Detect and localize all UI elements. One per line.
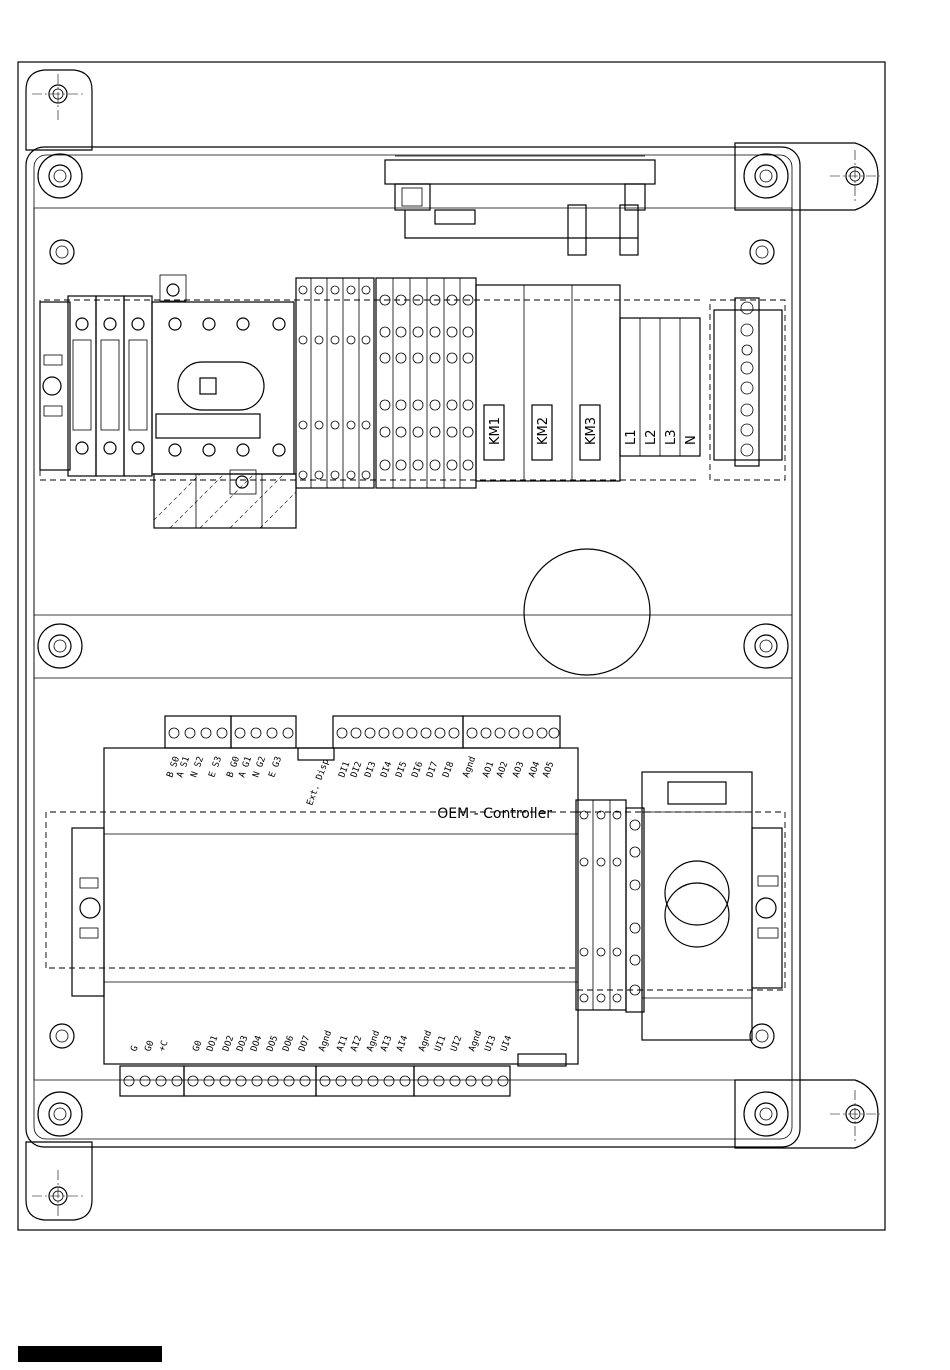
controller-bottom-label: DO5 [265, 1034, 280, 1053]
knob-cutout [524, 549, 650, 675]
controller-top-label: E S3 [207, 755, 224, 779]
controller-top-label: Agnd [461, 755, 478, 779]
fixing-boss-mid-right [744, 624, 788, 668]
controller-bottom-label: DO1 [205, 1034, 220, 1053]
controller-top-label: AO5 [541, 760, 556, 779]
controller-bottom-label: DO7 [297, 1034, 312, 1053]
controller-bottom-label: UI1 [433, 1034, 448, 1053]
main-switch [152, 275, 294, 494]
fixing-boss-top-left [38, 154, 82, 198]
controller-bottom-label: AI2 [349, 1034, 364, 1053]
controller-bottom-label: UI3 [483, 1034, 498, 1053]
terminal-l3-label: L3 [664, 429, 679, 445]
controller-top-label: DI7 [425, 760, 440, 779]
controller-bottom-label: Agnd [417, 1029, 434, 1053]
controller-top-label: DI4 [379, 760, 394, 779]
terminal-block-group-b [376, 278, 476, 488]
enclosure [26, 147, 800, 1147]
door-hinge [385, 156, 655, 255]
controller-top-label: AO2 [495, 760, 510, 779]
controller-bottom-label: AI3 [379, 1034, 394, 1053]
terminal-n-label: N [684, 435, 699, 445]
mounting-lug-bottom-right [735, 1080, 880, 1148]
mounting-lug-top-right [735, 143, 880, 210]
controller-bottom-label: AI1 [335, 1034, 350, 1053]
controller-bottom-label: AI4 [395, 1034, 410, 1053]
footer-bar [18, 1346, 162, 1362]
din-rail-bottom [46, 812, 575, 968]
screw-holes [50, 240, 774, 1048]
fixing-boss-bottom-right [744, 1092, 788, 1136]
controller-bottom-label: G0 [191, 1039, 204, 1053]
controller-top-label: AO4 [527, 760, 542, 779]
controller-bottom-connectors [120, 1066, 510, 1096]
circuit-breakers [40, 296, 152, 476]
controller-top-label: AO1 [481, 760, 496, 779]
controller-title: OEM - Controller [437, 806, 552, 822]
contactor-km2-label: KM2 [536, 417, 551, 445]
controller-top-label: DI6 [410, 760, 425, 779]
controller-top-label: AO3 [511, 760, 526, 779]
terminal-l2-label: L2 [644, 429, 659, 445]
contactors [476, 285, 620, 481]
terminal-block-group-c [576, 800, 626, 1010]
oem-controller-body [104, 748, 578, 1066]
earth-bar [710, 298, 785, 480]
controller-bottom-label: G [129, 1045, 140, 1054]
controller-bottom-label: +C [157, 1039, 170, 1053]
hatched-cable-entry [154, 474, 296, 528]
fixing-boss-top-right [744, 154, 788, 198]
controller-top-label: DI5 [394, 760, 409, 779]
contactor-km3-label: KM3 [584, 417, 599, 445]
mounting-lug-bottom-left [26, 1142, 92, 1220]
fixing-boss-mid-left [38, 624, 82, 668]
contactor-km1-label: KM1 [488, 417, 503, 445]
controller-bottom-label: UI2 [449, 1034, 464, 1053]
controller-bottom-label: Agnd [467, 1029, 484, 1053]
terminal-block-group-a [296, 278, 374, 488]
controller-top-label: DI3 [363, 760, 378, 779]
fixing-boss-bottom-left [38, 1092, 82, 1136]
controller-bottom-label: UI4 [499, 1034, 514, 1053]
controller-bottom-label: DO2 [221, 1034, 236, 1053]
controller-bracket [72, 828, 104, 996]
controller-bottom-label: DO3 [235, 1034, 250, 1053]
controller-bottom-label: DO4 [249, 1034, 264, 1053]
controller-top-label: DI8 [441, 760, 456, 779]
controller-top-label: E G3 [267, 755, 284, 779]
mounting-lug-top-left [26, 70, 92, 150]
controller-bottom-label: G0 [143, 1039, 156, 1053]
din-rail-top [40, 300, 700, 480]
din-rail-bottom-right [575, 812, 785, 990]
controller-top-label: DI2 [349, 760, 364, 779]
controller-bottom-label: DO6 [281, 1034, 296, 1053]
controller-top-label: Ext. Disp [305, 758, 331, 807]
controller-top-connectors [165, 716, 560, 748]
terminal-l1-label: L1 [624, 429, 639, 445]
controller-bottom-label: Agnd [317, 1029, 334, 1053]
